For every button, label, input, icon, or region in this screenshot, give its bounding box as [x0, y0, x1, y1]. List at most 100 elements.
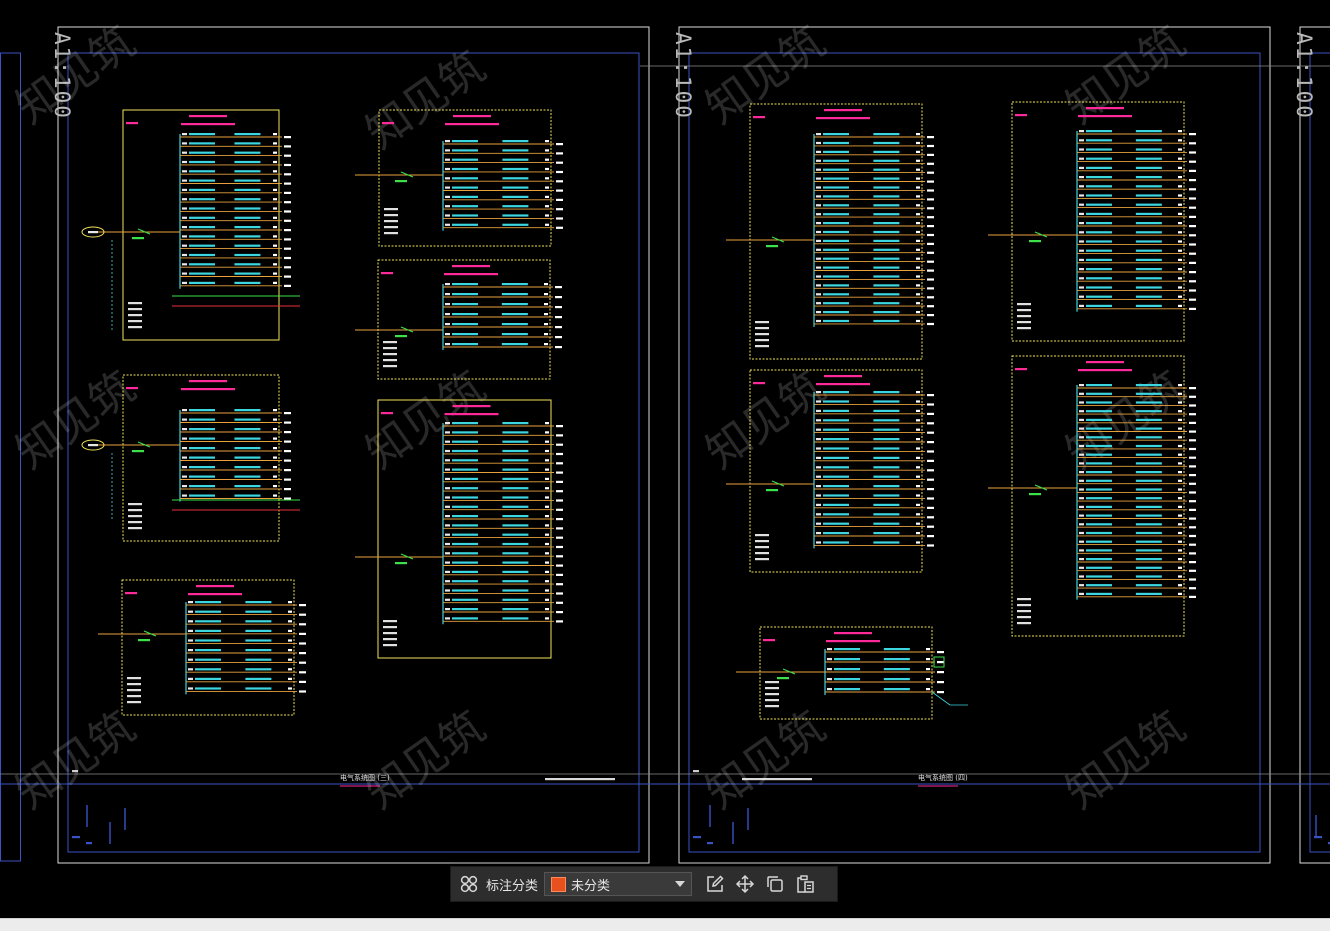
text-mark: [873, 311, 900, 314]
main-breaker: [771, 236, 785, 243]
text-mark: [445, 149, 450, 152]
text-mark: [916, 319, 920, 323]
text-mark: [545, 195, 549, 198]
text-mark: [816, 168, 821, 171]
text-mark: [1086, 418, 1112, 421]
text-mark: [234, 207, 261, 210]
text-mark: [245, 620, 272, 623]
text-mark: [284, 210, 291, 213]
text-mark: [916, 141, 920, 145]
text-mark: [1135, 401, 1162, 404]
copy-annotation-button[interactable]: [760, 869, 790, 899]
text-mark: [234, 142, 261, 145]
text-mark: [545, 580, 549, 583]
text-mark: [1086, 410, 1112, 413]
drawing-frame: [67, 52, 640, 853]
text-mark: [1178, 258, 1182, 261]
text-mark: [234, 494, 261, 497]
text-mark: [1017, 327, 1031, 330]
text-mark: [1135, 592, 1162, 595]
text-mark: [873, 456, 900, 459]
text-mark: [816, 284, 821, 287]
text-mark: [556, 152, 563, 155]
category-grid-button[interactable]: [454, 869, 484, 899]
category-select[interactable]: 未分类: [544, 872, 693, 896]
text-mark: [445, 459, 450, 462]
text-mark: [545, 158, 549, 161]
text-mark: [545, 449, 549, 453]
text-mark: [182, 216, 187, 219]
text-mark: [1079, 249, 1084, 252]
text-mark: [234, 409, 261, 412]
text-mark: [195, 629, 221, 632]
watermark: 知见筑: [7, 702, 144, 819]
text-mark: [873, 447, 900, 450]
text-mark: [284, 238, 291, 241]
text-mark: [1189, 465, 1196, 468]
text-mark: [927, 322, 934, 326]
text-mark: [816, 513, 821, 516]
text-mark: [916, 438, 920, 441]
text-mark: [1079, 166, 1084, 169]
text-mark: [927, 403, 934, 406]
text-mark: [816, 541, 821, 544]
text-mark: [1086, 231, 1112, 234]
text-mark: [556, 425, 563, 428]
text-mark: [823, 522, 849, 525]
text-mark: [1079, 384, 1084, 387]
text-mark: [452, 214, 478, 217]
text-mark: [502, 617, 529, 620]
distribution-panel: [1011, 355, 1185, 637]
text-mark: [502, 570, 529, 573]
text-mark: [445, 323, 450, 326]
text-mark: [1086, 531, 1112, 535]
text-mark: [1135, 304, 1162, 307]
text-mark: [763, 639, 775, 642]
text-mark: [1079, 286, 1084, 289]
text-mark: [916, 222, 920, 225]
text-mark: [823, 257, 849, 260]
text-mark: [1328, 842, 1330, 845]
text-mark: [273, 170, 277, 173]
text-mark: [1017, 604, 1031, 607]
text-mark: [1079, 558, 1084, 561]
text-mark: [1189, 133, 1196, 136]
text-mark: [916, 150, 920, 153]
text-mark: [823, 311, 849, 314]
text-mark: [445, 515, 450, 518]
distribution-panel: [377, 399, 552, 659]
text-mark: [502, 477, 529, 480]
edit-annotation-button[interactable]: [700, 869, 730, 899]
text-mark: [1178, 130, 1182, 133]
text-mark: [556, 536, 563, 539]
text-mark: [502, 542, 529, 546]
text-mark: [86, 842, 92, 845]
main-breaker: [1034, 231, 1048, 238]
text-mark: [765, 687, 779, 690]
text-mark: [1135, 410, 1162, 413]
text-mark: [556, 462, 563, 465]
move-annotation-button[interactable]: [730, 869, 760, 899]
text-mark: [234, 179, 261, 182]
text-mark: [189, 263, 215, 266]
text-mark: [883, 648, 910, 651]
text-mark: [1079, 130, 1084, 133]
text-mark: [1189, 552, 1196, 555]
text-mark: [873, 302, 900, 305]
text-mark: [823, 428, 849, 431]
watermark: 知见筑: [7, 17, 144, 134]
text-mark: [188, 668, 193, 671]
watermark: 知见筑: [357, 702, 494, 819]
paste-annotation-button[interactable]: [790, 869, 820, 899]
text-mark: [1079, 185, 1084, 188]
text-mark: [1189, 595, 1196, 598]
main-breaker: [143, 630, 157, 637]
text-mark: [916, 230, 920, 234]
text-mark: [452, 598, 478, 601]
text-mark: [545, 167, 549, 171]
text-mark: [755, 540, 769, 543]
text-mark: [132, 237, 144, 240]
text-mark: [816, 383, 870, 386]
text-mark: [502, 459, 529, 462]
